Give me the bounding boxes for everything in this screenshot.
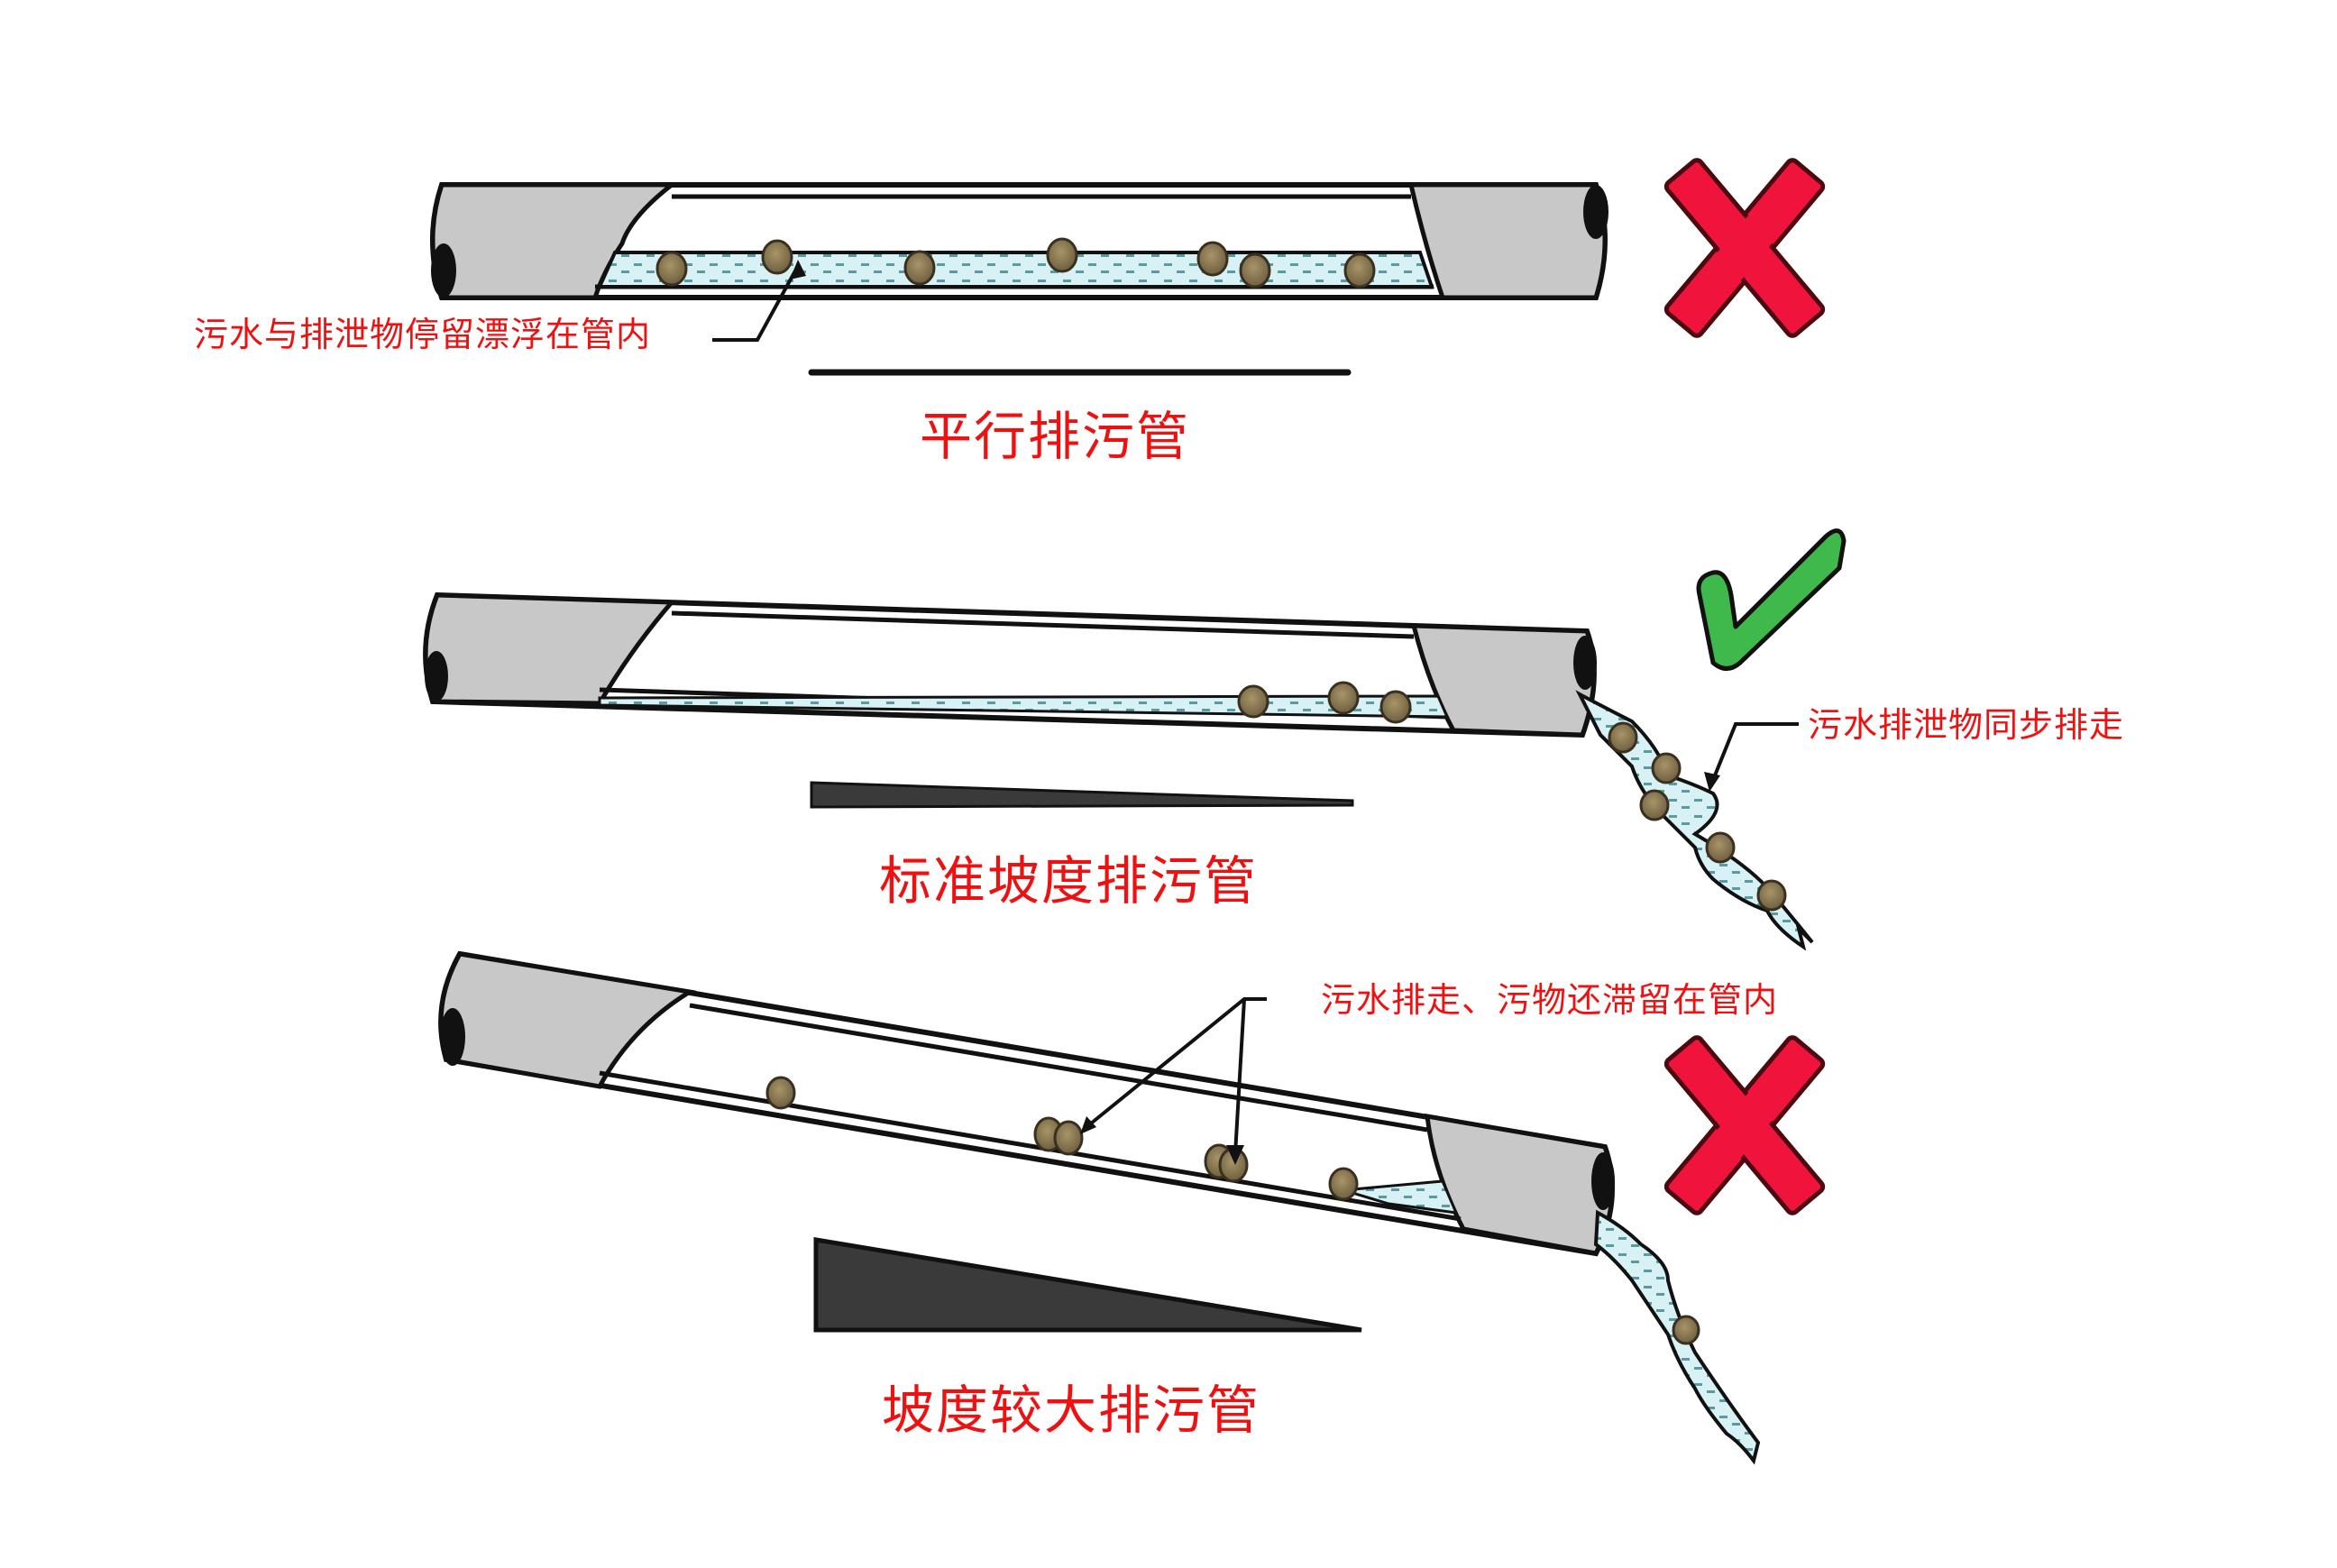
- standard-slope-callout: 污水排泄物同步排走: [1808, 705, 2125, 745]
- standard-slope-wedge: [810, 781, 1354, 809]
- callout-leader: [712, 265, 800, 342]
- parallel-pipe-title: 平行排污管: [920, 406, 1191, 467]
- steep-slope-pipe: [438, 950, 1761, 1465]
- red-cross-icon: [1663, 158, 1826, 338]
- standard-slope-title: 标准坡度排污管: [879, 850, 1259, 912]
- red-cross-icon: [1663, 1035, 1826, 1215]
- green-check-icon: [1696, 528, 1847, 671]
- debris-group: [655, 237, 1376, 289]
- parallel-pipe-callout: 污水与排泄物停留漂浮在管内: [194, 315, 652, 354]
- steep-slope-callout: 污水排走、污物还滞留在管内: [1321, 980, 1779, 1020]
- steep-slope-title: 坡度较大排污管: [882, 1380, 1261, 1441]
- parallel-pipe: [430, 182, 1608, 342]
- standard-slope-pipe: [423, 591, 1814, 951]
- steep-slope-wedge: [813, 1237, 1362, 1333]
